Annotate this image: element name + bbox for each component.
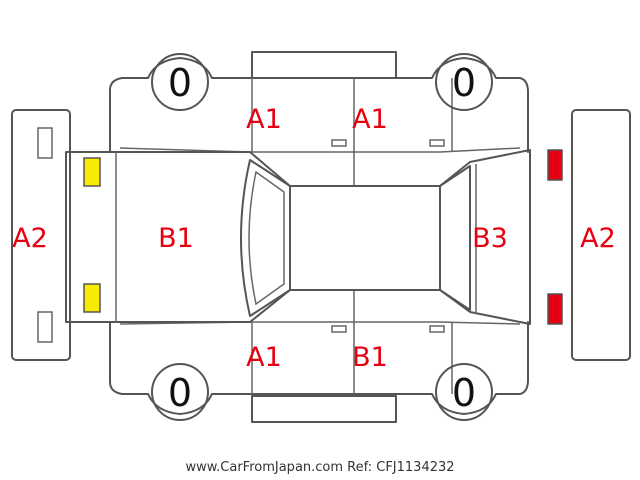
top-view-body-outline xyxy=(65,149,531,325)
rear-right-tire xyxy=(435,363,493,421)
damage-left-rear-door: A1 xyxy=(352,104,388,135)
headlight-bottom-marker xyxy=(83,283,101,313)
damage-right-rear-door: B1 xyxy=(352,342,388,373)
windshield-inner xyxy=(248,170,285,306)
taillight-bottom-marker xyxy=(547,293,563,325)
roof-panel xyxy=(289,185,441,291)
front-left-tire xyxy=(151,53,209,111)
front-left-tire-value: 0 xyxy=(168,61,192,105)
rear-left-tire-value: 0 xyxy=(452,61,476,105)
right-roof-panel xyxy=(251,395,397,423)
front-bumper-panel xyxy=(11,109,71,361)
damage-rear-bumper: A2 xyxy=(580,223,616,254)
front-right-tire xyxy=(151,363,209,421)
rear-window xyxy=(439,165,471,311)
damage-right-front-door: A1 xyxy=(246,342,282,373)
windshield xyxy=(240,159,291,317)
front-right-tire-value: 0 xyxy=(168,371,192,415)
rear-right-tire-value: 0 xyxy=(452,371,476,415)
damage-left-front-door: A1 xyxy=(246,104,282,135)
left-rear-door-handle xyxy=(429,139,445,147)
taillight-top-marker xyxy=(547,149,563,181)
damage-hood: B1 xyxy=(158,223,194,254)
right-side-body-outline xyxy=(109,321,529,415)
front-bumper-slot-bottom xyxy=(37,311,53,343)
right-front-door-handle xyxy=(331,325,347,333)
front-bumper-slot-top xyxy=(37,127,53,159)
rear-left-tire xyxy=(435,53,493,111)
left-roof-panel xyxy=(251,51,397,79)
headlight-top-marker xyxy=(83,157,101,187)
footer-reference: www.CarFromJapan.com Ref: CFJ1134232 xyxy=(185,460,454,475)
left-front-door-handle xyxy=(331,139,347,147)
damage-front-bumper: A2 xyxy=(12,223,48,254)
damage-rear-window: B3 xyxy=(472,223,508,254)
rear-bumper-panel xyxy=(571,109,631,361)
left-side-sill xyxy=(119,147,521,153)
right-rear-door-handle xyxy=(429,325,445,333)
